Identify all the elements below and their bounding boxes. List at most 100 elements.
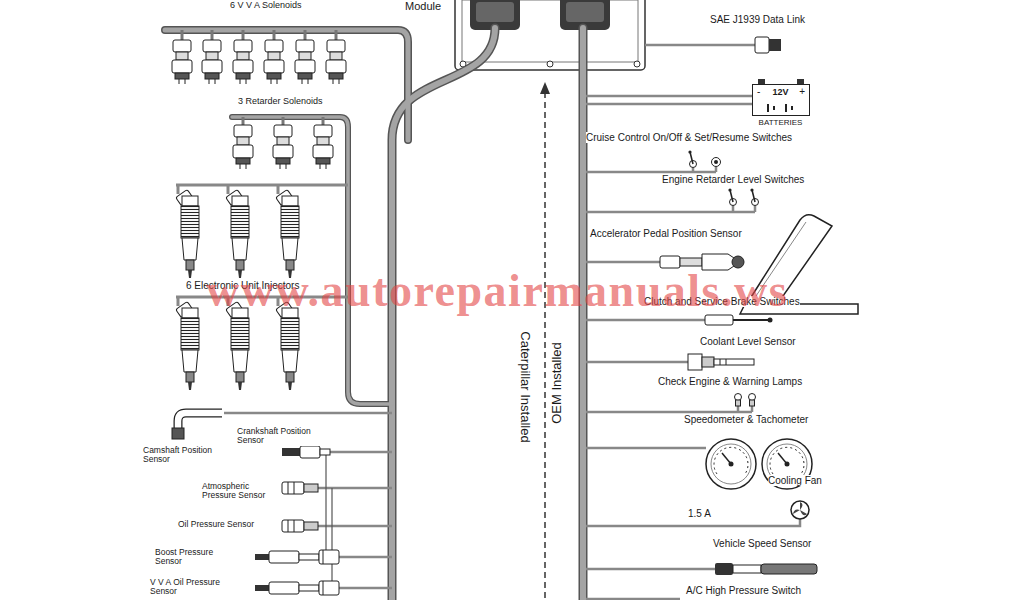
atmospheric-sensor-symbol [282,482,318,494]
battery-symbol [773,106,775,110]
oem-wires [586,406,752,412]
solenoid-symbol [202,40,222,84]
clutch-brake-switch [768,318,773,323]
solenoid-symbol [313,125,333,169]
injector-symbol [176,302,199,390]
current-rating: 1.5 A [688,508,711,519]
oem-wires [586,568,715,571]
battery-symbol [785,104,787,112]
vehicle-speed-sensor [715,563,817,575]
battery-label: BATTERIES [759,119,803,127]
vva-oil-sensor-symbol [255,581,339,595]
push-switch-symbol [712,158,721,167]
component-label: Check Engine & Warning Lamps [658,376,802,387]
component-label: A/C High Pressure Switch [686,585,801,596]
injector-symbol [276,190,299,278]
retarder-solenoid-wires [322,117,325,125]
crankshaft-sensor-symbol [282,446,330,458]
crankshaft-sensor-symbol [320,449,330,455]
component-label: 3 Retarder Solenoids [238,97,323,107]
data-link-connector [755,37,781,53]
clutch-brake-switch [733,319,768,321]
coolant-level-sensor [726,359,727,365]
vva-solenoids [335,30,338,40]
sensor-label: Atmospheric Pressure Sensor [202,482,274,501]
injector-symbol [176,190,199,278]
oem-wires [586,261,660,264]
retarder-solenoid-wires [243,117,323,125]
component-label: Cruise Control On/Off & Set/Resume Switc… [586,132,792,143]
lamp-symbol [735,394,742,407]
sensor-label: Oil Pressure Sensor [178,520,254,529]
retarder-solenoid-wires [282,117,285,125]
ecm-module [476,2,514,22]
sensor-wires [325,452,326,557]
component-label: 6 V V A Solenoids [230,1,302,11]
clutch-brake-switch [705,315,773,325]
vehicle-speed-sensor [761,564,817,574]
lamp-symbol [749,394,756,407]
harness-cable [232,117,392,404]
toggle-switch-symbol [728,188,736,205]
vva-solenoids [182,30,336,40]
voltage-label: 12V [772,88,788,97]
component-label: Vehicle Speed Sensor [713,538,811,549]
harness-cable [165,30,408,140]
sensor-label: Camshaft Position Sensor [143,446,217,465]
harness-cable [232,117,392,404]
toggle-switch-symbol [750,188,758,205]
module-label: Module [405,0,441,12]
crankshaft-sensor-symbol [300,446,320,458]
vva-solenoids [242,30,245,40]
boost-sensor-symbol [255,550,339,564]
terminal-sign: - [757,87,760,97]
cooling-fan-symbol [793,502,807,515]
speedometer-symbol [706,439,756,489]
data-link-connector [755,37,769,53]
oem-wires [586,598,680,600]
camshaft-sensor-symbol [172,413,222,439]
injector-symbol [226,190,249,278]
cooling-fan-symbol [791,501,809,519]
sensor-wires [318,487,392,490]
vehicle-speed-sensor [715,563,733,575]
oem-wires [586,103,752,106]
oem-wires [586,319,705,322]
ecm-module [634,61,640,67]
solenoid-symbol [295,40,315,84]
terminal-sign: + [799,87,805,97]
component-label: Speedometer & Tachometer [684,414,808,425]
oem-wires [586,45,800,599]
zone-label: OEM Installed [550,342,564,424]
oem-wires [586,95,752,98]
oem-wires [586,519,800,526]
boundary-line [540,82,550,600]
harness-cable [165,30,408,140]
solenoid-symbol [264,40,284,84]
component-label: SAE J1939 Data Link [710,14,805,25]
battery-box: -12V+BATTERIES [752,84,810,116]
battery-symbol [791,106,793,110]
component-label: Cooling Fan [768,475,822,486]
sensor-wires [339,587,392,590]
coolant-level-sensor [720,359,721,365]
vva-solenoids [273,30,276,40]
push-switch-symbol [714,160,718,164]
oem-wires [645,44,755,47]
camshaft-sensor-symbol [172,428,184,439]
oil-pressure-sensor-symbol [282,520,318,532]
injector-wires [178,185,278,194]
vva-solenoids [304,30,307,40]
accelerator-pedal [680,258,702,266]
cooling-fan-symbol [791,501,809,519]
solenoid-symbol [326,40,346,84]
oem-wires [586,204,755,212]
watermark: www.autorepairmanuals.ws [206,266,788,317]
oem-wires [586,361,688,364]
battery-symbol [767,104,769,112]
coolant-level-sensor [688,354,702,370]
sensor-label: Crankshaft Position Sensor [237,427,329,446]
vva-solenoids [181,30,184,40]
boundary-line [540,82,550,94]
